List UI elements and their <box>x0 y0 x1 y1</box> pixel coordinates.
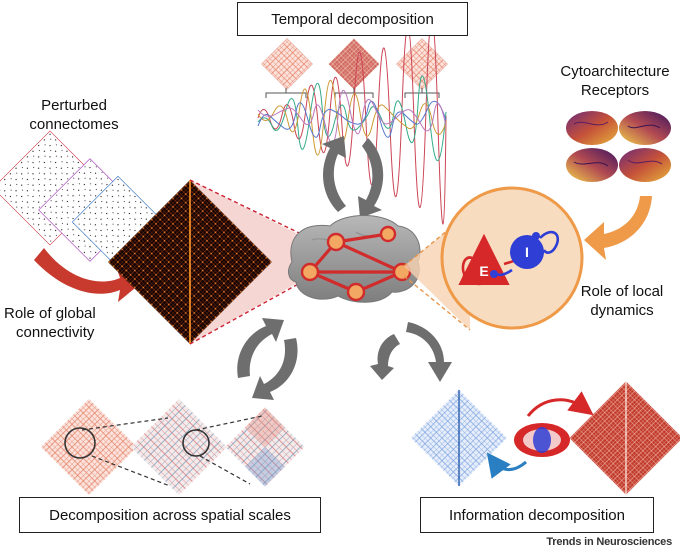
global-connectivity-label: Role of global connectivity <box>0 304 130 342</box>
global-connectivity-arrow <box>34 248 140 302</box>
scale-zoom-lines <box>81 415 263 487</box>
local-dynamics-label: Role of local dynamics <box>566 282 678 320</box>
spatial-matrix-2 <box>130 398 228 496</box>
scale-zoom-circle-1 <box>64 427 96 459</box>
cortex-map-1 <box>566 111 618 145</box>
temporal-matrix-1 <box>261 38 313 90</box>
network-nodes <box>300 225 412 302</box>
redundancy-arrow <box>486 452 527 479</box>
journal-credit: Trends in Neurosciences <box>546 536 672 548</box>
temporal-matrix-3 <box>396 38 448 90</box>
spatial-matrix-1 <box>40 398 138 496</box>
perturbed-connectomes-label: Perturbed connectomes <box>14 96 134 134</box>
synergy-redundancy-icon <box>514 423 570 457</box>
perturbed-line-2: connectomes <box>29 116 119 133</box>
cyto-line-1: Cytoarchitecture <box>560 63 670 80</box>
ei-circuit <box>458 230 560 286</box>
cortex-map-2 <box>619 111 671 145</box>
inhibitory-label: I <box>525 244 529 260</box>
spatial-decomposition-label: Decomposition across spatial scales <box>19 497 321 533</box>
inhibitory-population-icon <box>510 235 544 269</box>
synergy-arrow <box>526 391 594 417</box>
excitatory-label: E <box>479 263 489 279</box>
information-matrix-red <box>569 381 680 495</box>
spatial-cycle-arrows <box>237 318 298 400</box>
scale-zoom-circle-2 <box>182 429 210 457</box>
local-line-1: Role of local <box>580 283 664 300</box>
information-cycle-arrows <box>370 322 452 382</box>
cytoarchitecture-label: Cytoarchitecture Receptors <box>550 62 680 100</box>
temporal-decomposition-label: Temporal decomposition <box>237 2 468 36</box>
cortex-map-3 <box>566 148 618 182</box>
temporal-matrix-2 <box>328 38 380 90</box>
cortex-map-4 <box>619 148 671 182</box>
global-line-1: Role of global <box>4 305 96 322</box>
spatial-matrix-3 <box>225 407 305 487</box>
zoom-dashed-left <box>189 179 327 345</box>
local-dynamics-arrow <box>584 196 652 260</box>
temporal-cycle-arrows <box>322 136 384 218</box>
perturbed-line-1: Perturbed <box>41 97 107 114</box>
local-line-2: dynamics <box>590 302 654 319</box>
cyto-line-2: Receptors <box>580 82 650 99</box>
information-matrix-blue <box>410 389 508 487</box>
information-decomposition-label: Information decomposition <box>420 497 654 533</box>
global-line-2: connectivity <box>16 324 95 341</box>
